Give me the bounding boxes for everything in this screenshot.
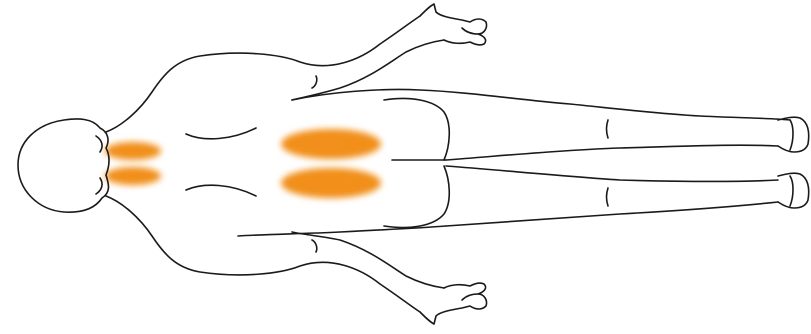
head-outline (18, 119, 109, 212)
hand-top-finger (462, 28, 478, 34)
hand-top (420, 4, 487, 45)
torso-top-edge (292, 89, 790, 120)
highlight-neck-lower (105, 167, 161, 185)
inner-arm-top (312, 76, 317, 88)
ear-bottom (96, 178, 102, 194)
hand-bottom-inner (292, 232, 444, 288)
toes-top (790, 120, 793, 150)
highlight-lower-back-lower (281, 168, 381, 198)
buttock-bottom (384, 166, 449, 228)
hand-bottom-finger (462, 294, 478, 300)
highlight-neck-upper (105, 142, 161, 160)
leg-bottom-lower-edge (446, 202, 778, 226)
toes-bottom (790, 176, 793, 206)
ear-top (96, 136, 102, 152)
buttock-top (384, 99, 449, 161)
shoulder-blade-bottom (186, 185, 256, 196)
leg-top-lower-edge (446, 145, 778, 160)
highlight-lower-back-upper (281, 129, 381, 159)
knee-top (607, 120, 609, 138)
inner-arm-bottom (312, 240, 317, 252)
body-outline (18, 4, 809, 324)
hand-bottom (420, 283, 487, 324)
knee-bottom (607, 188, 609, 206)
shoulder-blade-top (186, 128, 256, 139)
torso-bottom-edge (238, 226, 446, 236)
leg-bottom-upper-edge (446, 166, 778, 182)
highlight-group (105, 129, 381, 198)
